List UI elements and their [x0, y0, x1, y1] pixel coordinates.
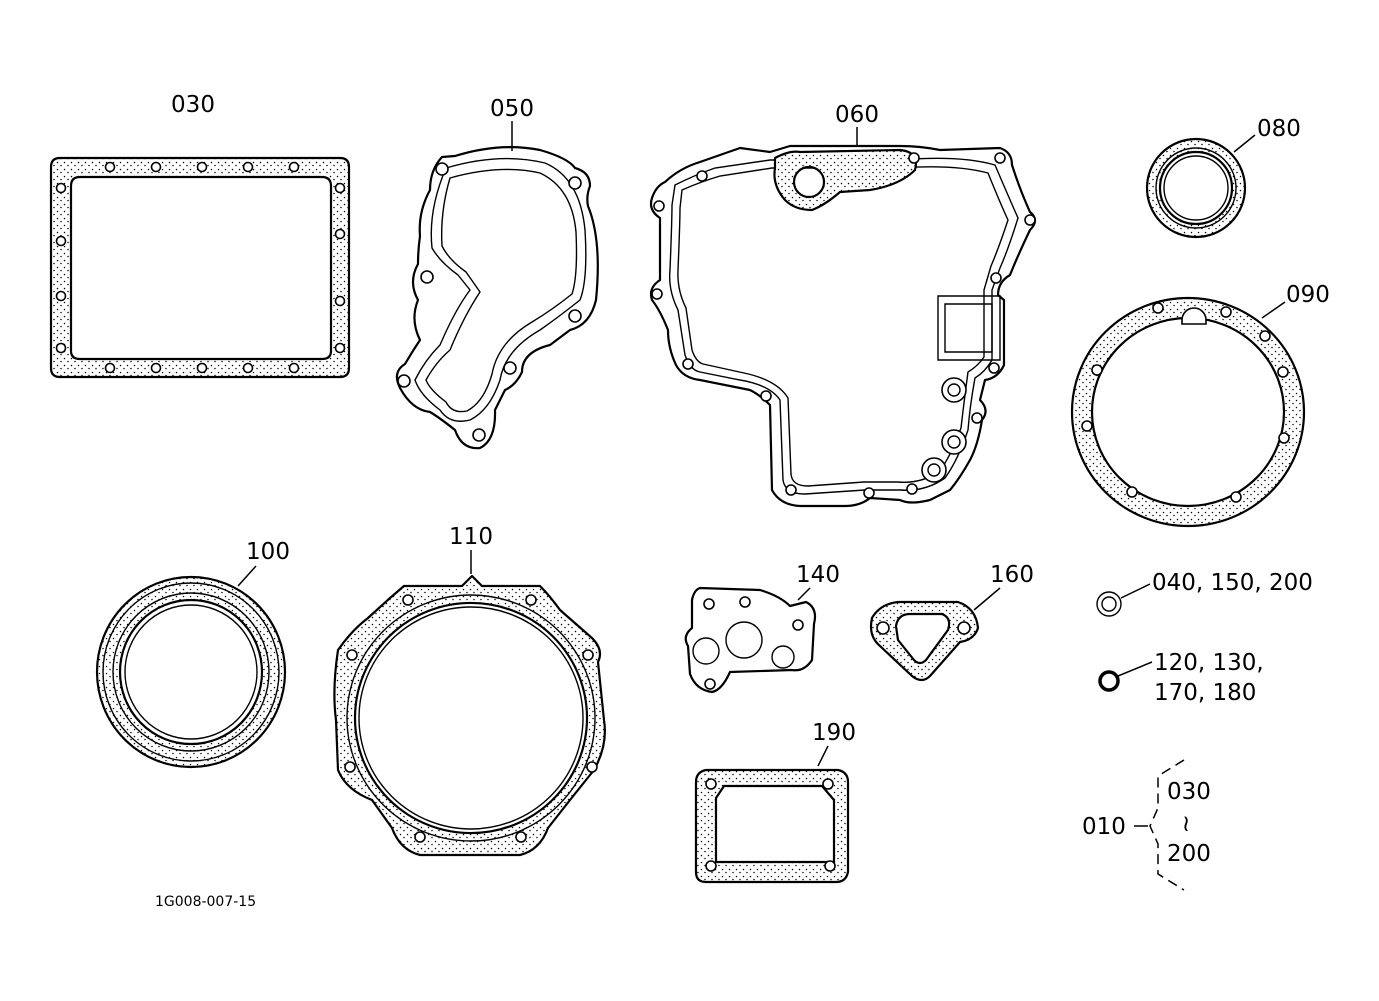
- legend-o-ring-label-line2: 170, 180: [1154, 680, 1256, 706]
- legend-small-ring: [1096, 583, 1151, 617]
- legend-o-ring: [1098, 661, 1153, 692]
- kit-label: 010: [1082, 814, 1126, 840]
- leader-190: [817, 745, 829, 767]
- part-100-oil-seal: [95, 575, 287, 769]
- kit-range-symbol: ≀: [1182, 811, 1191, 837]
- leader-140: [797, 587, 811, 601]
- legend-o-ring-label-line1: 120, 130,: [1154, 650, 1264, 676]
- part-050-gasket: [395, 146, 599, 450]
- part-label-110: 110: [449, 524, 493, 550]
- leader-160: [973, 587, 1001, 611]
- part-label-100: 100: [246, 539, 290, 565]
- leader-090: [1261, 301, 1286, 319]
- part-030-gasket: [49, 156, 351, 379]
- figure-code: 1G008-007-15: [155, 894, 256, 910]
- part-label-160: 160: [990, 562, 1034, 588]
- part-label-090: 090: [1286, 282, 1330, 308]
- leader-080: [1233, 134, 1256, 153]
- part-030-bolt-holes: [55, 161, 346, 374]
- part-090-gasket: [1070, 296, 1306, 528]
- part-label-060: 060: [835, 102, 879, 128]
- kit-brace: [1149, 759, 1185, 891]
- part-080-oil-seal: [1145, 137, 1247, 239]
- kit-range-start: 030: [1167, 779, 1211, 805]
- part-160-gasket: [869, 600, 980, 682]
- legend-small-ring-label: 040, 150, 200: [1152, 570, 1313, 596]
- part-060-gasket: [649, 144, 1037, 508]
- part-140-gasket: [684, 586, 817, 694]
- kit-range-end: 200: [1167, 841, 1211, 867]
- part-label-030: 030: [171, 92, 215, 118]
- part-label-050: 050: [490, 96, 534, 122]
- part-label-140: 140: [796, 562, 840, 588]
- part-label-080: 080: [1257, 116, 1301, 142]
- part-110-gasket: [333, 574, 606, 857]
- leader-100: [237, 565, 257, 587]
- part-label-190: 190: [812, 720, 856, 746]
- part-190-gasket: [694, 768, 850, 884]
